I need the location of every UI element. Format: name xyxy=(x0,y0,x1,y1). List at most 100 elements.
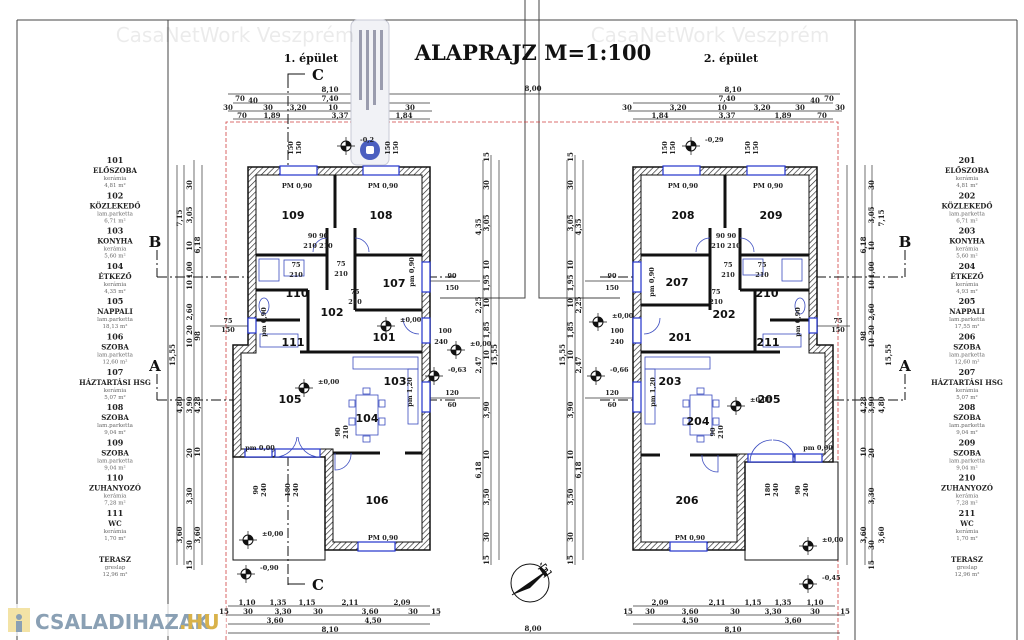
dimension-value: 10 xyxy=(185,241,194,251)
legend-room-material: kerámia xyxy=(104,387,127,394)
legend-room-material: lam.parketta xyxy=(97,423,133,429)
dimension-value: 30 xyxy=(566,532,575,542)
dimension-value: 1,35 xyxy=(269,598,286,607)
legend-room-area: 9,04 m² xyxy=(104,429,125,436)
legend-room-material: lam.parketta xyxy=(949,458,985,464)
dimension-value: 1,84 xyxy=(651,111,668,120)
dimension-value: 3,90 xyxy=(566,401,575,418)
legend-room-number: 101 xyxy=(107,155,124,165)
legend-room-material: kerámia xyxy=(956,528,979,535)
plan-annotation: 75 xyxy=(723,261,733,269)
dimension-value: 3,90 xyxy=(185,396,194,413)
plan-annotation: 75 xyxy=(336,260,346,268)
plan-annotation: 150 xyxy=(392,141,400,155)
north-arrow-icon xyxy=(510,563,550,603)
level-marker-icon xyxy=(425,367,443,385)
section-b-label-left: B xyxy=(149,233,162,251)
dimension-value: 15 xyxy=(482,152,491,162)
legend-room-number: 209 xyxy=(959,437,976,447)
dimension-value: 30 xyxy=(482,532,491,542)
legend-room-name: ZUHANYOZÓ xyxy=(941,484,993,493)
dimension-value: 8,10 xyxy=(724,625,741,634)
dimension-value: 30 xyxy=(835,103,845,112)
legend-room-number: 106 xyxy=(107,332,124,342)
level-value: ±0,00 xyxy=(470,340,492,348)
legend-room-material: kerámia xyxy=(104,281,127,288)
dimension-value: 7,15 xyxy=(175,209,184,226)
app-icon[interactable] xyxy=(360,140,380,160)
level-value: -0,29 xyxy=(705,136,724,144)
room-number: 210 xyxy=(756,287,779,300)
legend-room-area: 4,81 m² xyxy=(104,182,125,189)
dimension-value: 15 xyxy=(566,152,575,162)
legend-room-area: 6,71 m² xyxy=(104,217,125,224)
plan-annotation: 150 xyxy=(287,141,295,155)
dimension-value: 3,90 xyxy=(867,396,876,413)
notification-popup[interactable] xyxy=(350,19,390,166)
dimension-value: 1,89 xyxy=(263,111,280,120)
plan-annotation: 75 xyxy=(350,288,360,296)
dimension-value: 3,60 xyxy=(877,526,886,543)
plan-annotation: 150 xyxy=(752,141,760,155)
watermark-text: CasaNetWork Veszprém xyxy=(591,23,830,47)
legend-room-number: 111 xyxy=(107,508,124,518)
room-number: 202 xyxy=(713,308,736,321)
dimension-value: 1,15 xyxy=(298,598,315,607)
plan-annotation: pm 1,20 xyxy=(649,377,657,407)
level-marker-icon xyxy=(239,531,257,549)
dimension-value: 70 xyxy=(824,94,834,103)
dimension-value: 30 xyxy=(482,180,491,190)
legend-room-material: kerámia xyxy=(104,175,127,182)
dimension-value: 2,25 xyxy=(474,296,483,313)
legend-room-area: 7,28 m² xyxy=(104,500,125,507)
dimension-value: 70 xyxy=(235,94,245,103)
legend-room-number: 207 xyxy=(959,367,976,377)
plan-annotation: 210 xyxy=(721,271,735,279)
level-value: -0,90 xyxy=(260,564,279,572)
dimension-value: 15,55 xyxy=(168,344,177,366)
dimension-value: 10 xyxy=(867,280,876,290)
legend-room-area: 5,07 m² xyxy=(104,394,125,401)
dimension-lines xyxy=(176,93,873,634)
room-number: 208 xyxy=(672,209,695,222)
dimension-value: 3,30 xyxy=(185,487,194,504)
legend-room-area: 6,71 m² xyxy=(956,217,977,224)
dimension-value: 3,30 xyxy=(764,607,781,616)
dimension-value: 1,89 xyxy=(774,111,791,120)
dimension-value: 3,60 xyxy=(361,607,378,616)
dimension-value: 3,30 xyxy=(274,607,291,616)
legend-room-name: SZOBA xyxy=(101,413,129,422)
dimension-value: 10 xyxy=(867,338,876,348)
legend-room-area: 18,13 m² xyxy=(103,323,128,330)
dimension-value: 3,05 xyxy=(566,214,575,231)
legend-room-name: ÉTKEZŐ xyxy=(950,272,983,281)
dimension-value: 2,47 xyxy=(574,356,583,373)
plan-annotation: PM 0,90 xyxy=(668,182,699,190)
legend-room-number: 208 xyxy=(959,402,976,412)
sheet-frame xyxy=(16,0,1018,640)
dimension-value: 3,60 xyxy=(859,526,868,543)
legend-room-number: 211 xyxy=(959,508,976,518)
legend-room-material: lam.parketta xyxy=(949,353,985,359)
level-marker-icon xyxy=(799,537,817,555)
plan-annotation: 150 xyxy=(605,284,619,292)
dimension-value: 20 xyxy=(185,448,194,458)
page-title: ALAPRAJZ M=1:100 xyxy=(414,40,652,65)
dimension-value: 10 xyxy=(482,260,491,270)
legend-room-area: 5,60 m² xyxy=(956,253,977,260)
room-number: 201 xyxy=(669,331,692,344)
plan-annotation: PM 0,90 xyxy=(368,534,399,542)
legend-room-number: 107 xyxy=(107,367,124,377)
dimension-value: 3,60 xyxy=(266,616,283,625)
section-c-markers xyxy=(287,73,305,585)
legend-room-name: TERASZ xyxy=(951,555,983,564)
legend-room-name: ELŐSZOBA xyxy=(945,166,990,175)
house-logo-icon xyxy=(8,608,30,632)
room-number: 205 xyxy=(758,393,781,406)
dimension-value: 8,00 xyxy=(524,624,541,633)
plan-annotation: 240 xyxy=(772,483,780,497)
legend-room-name: TERASZ xyxy=(99,555,131,564)
plan-annotation: 240 xyxy=(802,483,810,497)
dimension-value: 2,09 xyxy=(393,598,410,607)
plan-annotation: 90 xyxy=(794,485,802,495)
